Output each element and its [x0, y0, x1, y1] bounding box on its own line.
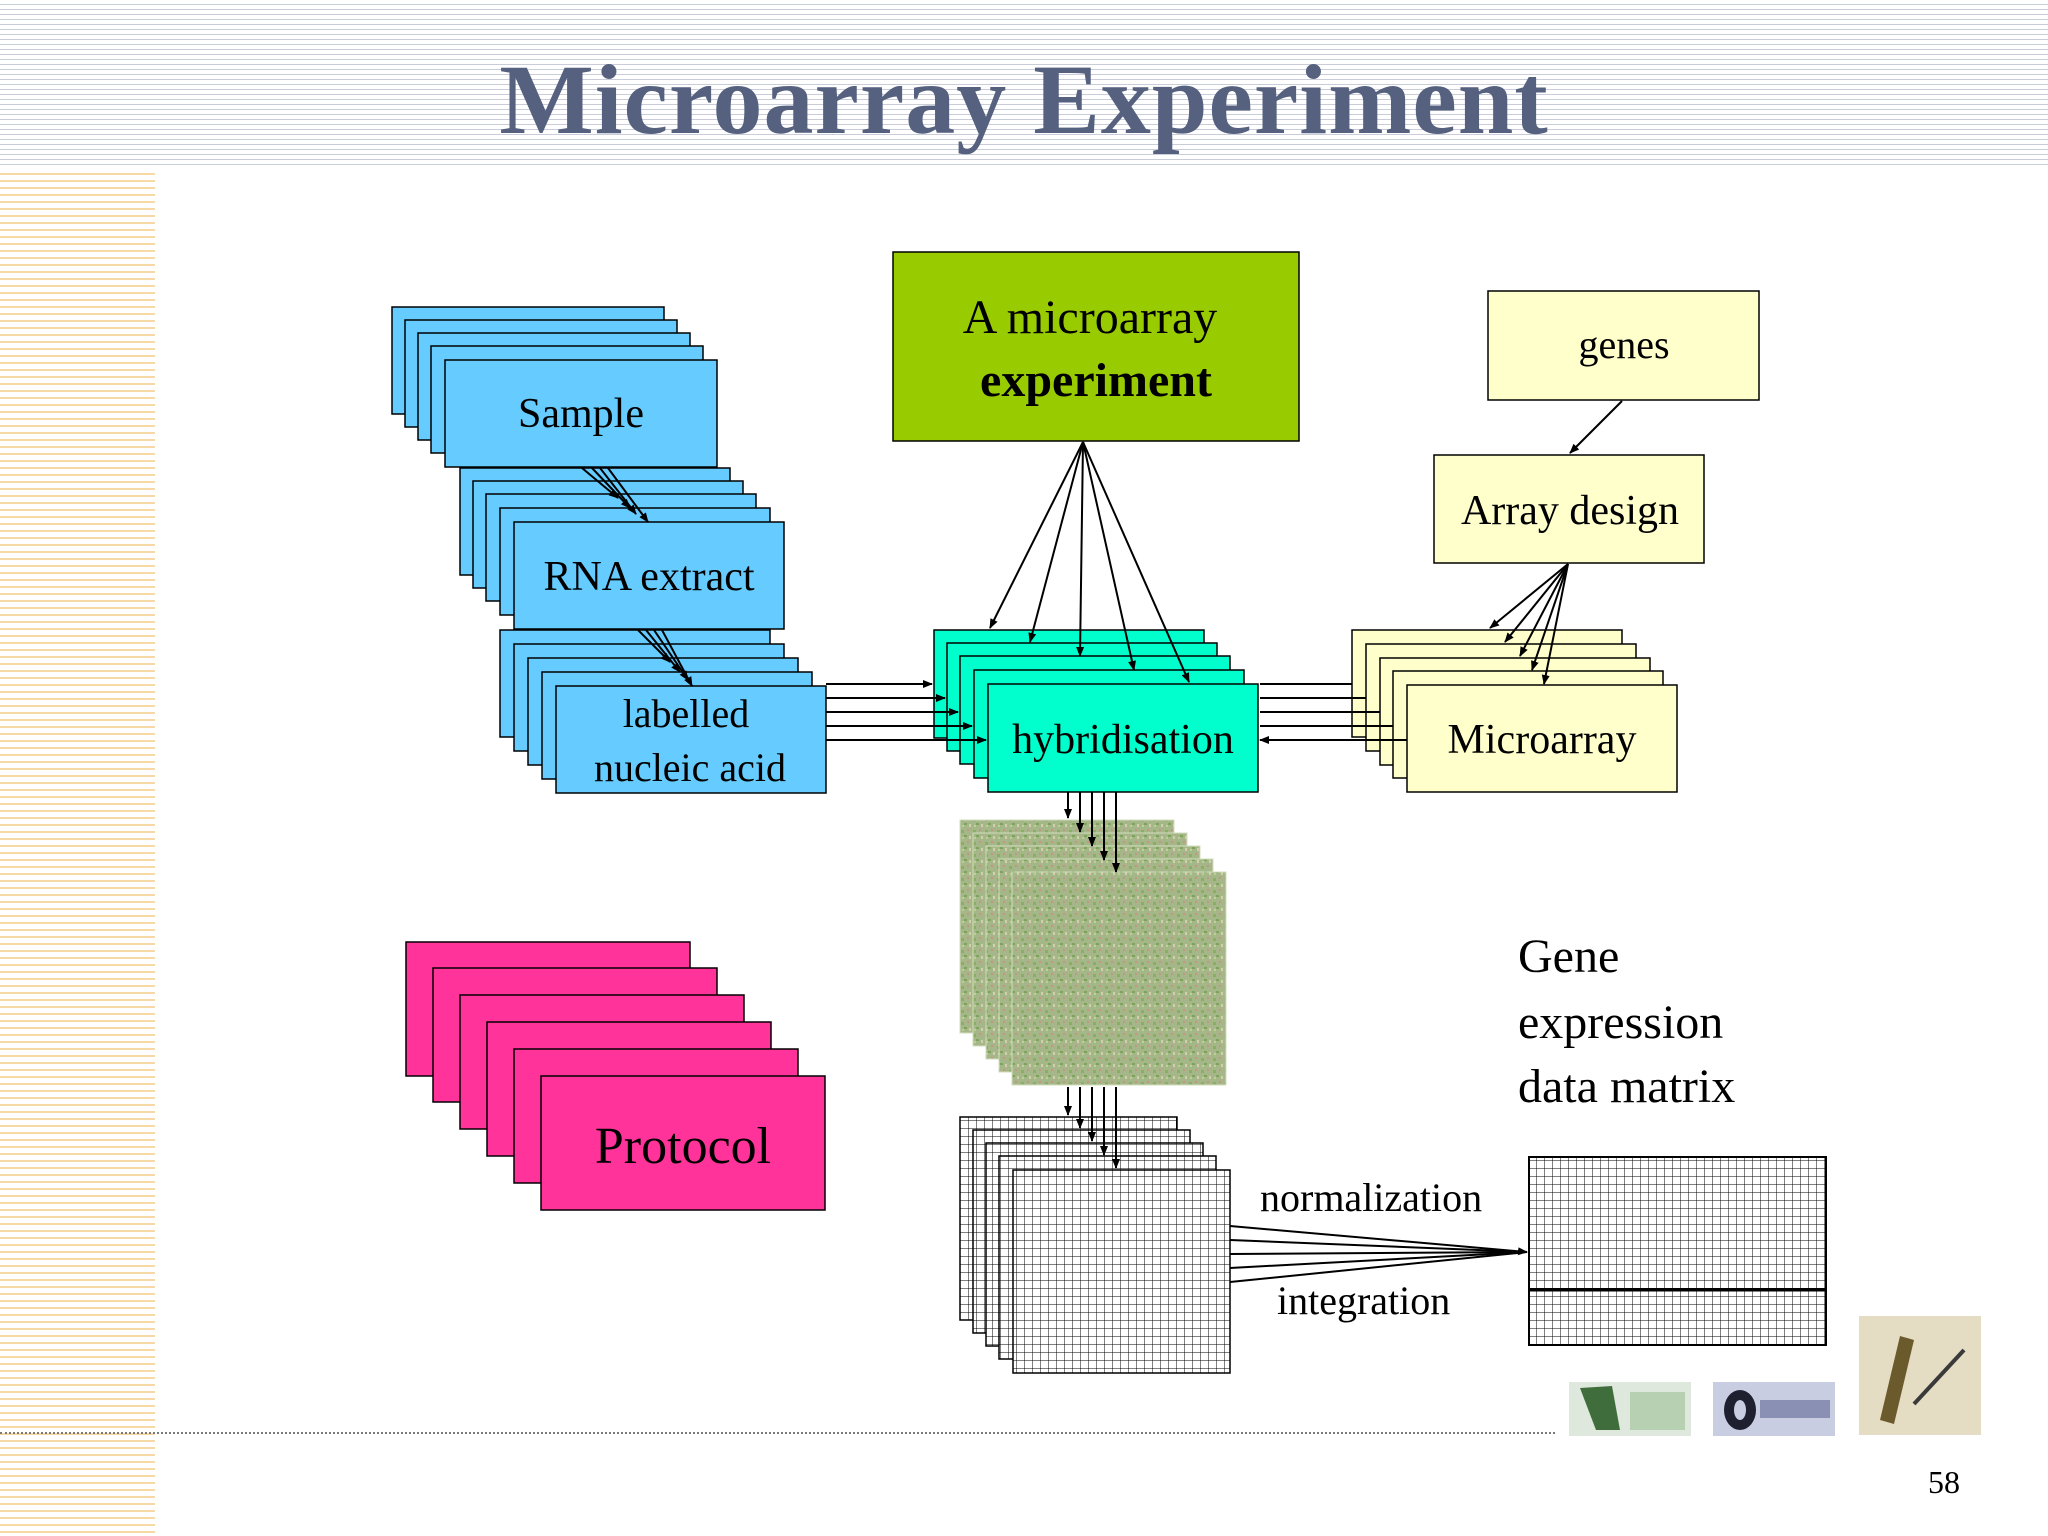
experiment-box [892, 251, 1300, 442]
left-decorative-band [0, 168, 155, 1536]
labelled-nucleic-acid-stack [499, 629, 827, 794]
quantitation-grid-stack [959, 1116, 1231, 1374]
rna-to-labelled-arrows [637, 629, 693, 687]
genes-box [1487, 290, 1760, 401]
labelled-label-line1: labelled [623, 691, 750, 736]
hybridisation-label: hybridisation [1012, 717, 1234, 763]
rna-extract-stack [459, 467, 785, 630]
protocol-stack [405, 941, 826, 1211]
photo-thumbnail-lab-equipment [1569, 1382, 1691, 1436]
gene-expression-label-line2: expression [1518, 996, 1723, 1049]
labelled-to-hybridisation-arrows [826, 680, 987, 744]
gene-expression-label-line3: data matrix [1518, 1060, 1735, 1113]
image-to-grid-arrows [1064, 1087, 1120, 1169]
microarray-to-hybridisation-arrows [1259, 683, 1407, 744]
slide-title: Microarray Experiment [499, 44, 1549, 155]
sample-label: Sample [518, 391, 644, 437]
scanned-image-stack [959, 819, 1227, 1086]
sample-to-rna-arrows [581, 467, 649, 523]
gene-expression-label-line1: Gene [1518, 930, 1619, 983]
array-design-box [1433, 454, 1705, 564]
hybridisation-stack [933, 629, 1259, 793]
rna-extract-label: RNA extract [543, 554, 754, 600]
hybridisation-to-image-arrows [1064, 792, 1120, 873]
photo-thumbnail-pipette [1713, 1382, 1835, 1436]
labelled-label-line2: nucleic acid [594, 745, 786, 790]
genes-label: genes [1578, 322, 1669, 367]
array-design-to-microarray-arrows [1489, 563, 1569, 685]
title-band [0, 0, 2048, 168]
integration-label: integration [1277, 1278, 1450, 1323]
footer-divider [0, 1432, 1555, 1434]
experiment-to-hybridisation-arrows [989, 441, 1190, 683]
photo-thumbnail-microarray-chip [1859, 1316, 1981, 1435]
sample-stack [391, 306, 718, 468]
experiment-label-line2: experiment [980, 354, 1212, 407]
array-design-label: Array design [1461, 488, 1679, 534]
normalization-label: normalization [1260, 1175, 1482, 1220]
normalization-integration-arrows [1229, 1225, 1528, 1283]
protocol-label: Protocol [595, 1118, 771, 1175]
experiment-label-line1: A microarray [963, 291, 1218, 344]
microarray-stack [1351, 629, 1678, 793]
gene-expression-matrix [1528, 1156, 1827, 1346]
genes-to-array-design-arrow [1569, 400, 1623, 454]
page-number: 58 [1928, 1464, 1960, 1500]
microarray-label: Microarray [1448, 717, 1637, 763]
